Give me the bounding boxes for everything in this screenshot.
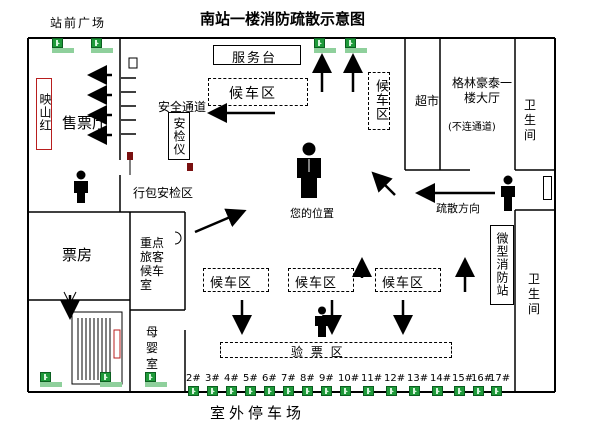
plaza-top-label: 站前广场: [50, 16, 107, 30]
waiting-area-label: 候车区: [382, 276, 425, 291]
exit-sign-icon: [314, 38, 325, 48]
exit-sign-icon: [245, 386, 256, 396]
exit-sign-icon: [283, 386, 294, 396]
scanner: 安检仪: [168, 112, 190, 160]
waiting-area-label: 候车区: [373, 79, 388, 121]
gate-label: 6#: [262, 373, 277, 384]
gate-label: 14#: [430, 373, 452, 384]
gate-label: 15#: [452, 373, 474, 384]
exit-sign-label-icon: [345, 48, 367, 53]
gate-label: 10#: [338, 373, 360, 384]
person-icon: [74, 170, 88, 203]
plaza-bottom-label: 室外停车场: [210, 404, 306, 422]
yingshanhong-shop: 映山红: [36, 78, 52, 150]
waiting-area: 候车区: [375, 268, 441, 292]
gate-label: 11#: [361, 373, 383, 384]
exit-sign-label-icon: [100, 382, 122, 387]
person-icon: [315, 306, 329, 337]
waiting-area-label: 候车区: [295, 276, 338, 291]
gate-row: 2# 3# 4# 5# 6# 7# 8# 9# 10# 11# 12# 13# …: [186, 373, 510, 385]
waiting-area: 候车区: [203, 268, 269, 292]
exit-sign-icon: [302, 386, 313, 396]
ticket-check-area: 验 票 区: [220, 342, 452, 359]
exit-sign-icon: [188, 386, 199, 396]
mother-baby-room-label: 母婴室: [146, 325, 159, 371]
exit-sign-icon: [386, 386, 397, 396]
exit-sign-icon: [432, 386, 443, 396]
gate-label: 5#: [243, 373, 258, 384]
gate-label: 3#: [205, 373, 220, 384]
exit-sign-icon: [40, 372, 51, 382]
evacuating-person-icon: [501, 175, 515, 211]
waiting-area-label: 候车区: [210, 276, 253, 291]
exit-sign-icon: [264, 386, 275, 396]
exit-sign-icon: [321, 386, 332, 396]
ticket-hall-label: 售票厅: [62, 114, 108, 132]
exit-sign-label-icon: [40, 382, 62, 387]
exit-sign-icon: [100, 372, 111, 382]
service-desk: 服务台: [213, 45, 301, 66]
service-desk-label: 服务台: [232, 51, 278, 66]
gate-label: 17#: [489, 373, 511, 384]
exit-sign-label-icon: [91, 48, 113, 53]
exit-sign-icon: [473, 386, 484, 396]
scanner-label: 安检仪: [172, 117, 186, 156]
exit-sign-icon: [91, 38, 102, 48]
waiting-area-label: 候车区: [229, 86, 277, 102]
restroom-bottom-label: 卫生间: [528, 272, 541, 316]
gate-label: 12#: [384, 373, 406, 384]
fire-station: 微型消防站: [490, 225, 514, 305]
page-title: 南站一楼消防疏散示意图: [200, 10, 366, 28]
gate-label: 4#: [224, 373, 239, 384]
gate-label: 9#: [319, 373, 334, 384]
exit-sign-icon: [363, 386, 374, 396]
exit-sign-icon: [226, 386, 237, 396]
gate-exit-row: [188, 386, 508, 398]
restroom-top-label: 卫生间: [524, 98, 537, 142]
gate-label: 7#: [281, 373, 296, 384]
gate-label: 16#: [471, 373, 493, 384]
your-location-person-icon: [297, 142, 321, 198]
exit-sign-icon: [145, 372, 156, 382]
exit-sign-icon: [409, 386, 420, 396]
fire-station-label: 微型消防站: [495, 232, 509, 297]
key-passenger-room-label: 重点旅客候车室: [140, 236, 165, 292]
waiting-area: 候车区: [208, 78, 308, 106]
hotel-label: 格林豪泰一楼大厅: [452, 76, 513, 105]
gate-label: 8#: [300, 373, 315, 384]
security-channel-label: 安全通道: [158, 100, 207, 114]
exit-sign-icon: [207, 386, 218, 396]
gate-label: 13#: [407, 373, 429, 384]
exit-sign-label-icon: [314, 48, 336, 53]
evacuation-direction-label: 疏散方向: [436, 202, 480, 215]
gate-label: 2#: [186, 373, 201, 384]
exit-sign-icon: [340, 386, 351, 396]
waiting-area: 候车区: [368, 72, 390, 130]
door-marker: [543, 176, 552, 200]
hotel-note-label: (不连通道): [448, 122, 496, 133]
your-location-label: 您的位置: [290, 207, 334, 220]
exit-sign-label-icon: [145, 382, 167, 387]
yingshanhong-label: 映山红: [38, 93, 52, 132]
exit-sign-icon: [52, 38, 63, 48]
exit-sign-icon: [491, 386, 502, 396]
exit-sign-label-icon: [52, 48, 74, 53]
supermarket-label: 超市: [415, 94, 440, 108]
exit-sign-icon: [454, 386, 465, 396]
baggage-area-label: 行包安检区: [133, 186, 194, 200]
ticket-check-label: 验 票 区: [291, 345, 345, 359]
ticket-office-label: 票房: [62, 246, 93, 264]
exit-sign-icon: [345, 38, 356, 48]
waiting-area: 候车区: [288, 268, 354, 292]
